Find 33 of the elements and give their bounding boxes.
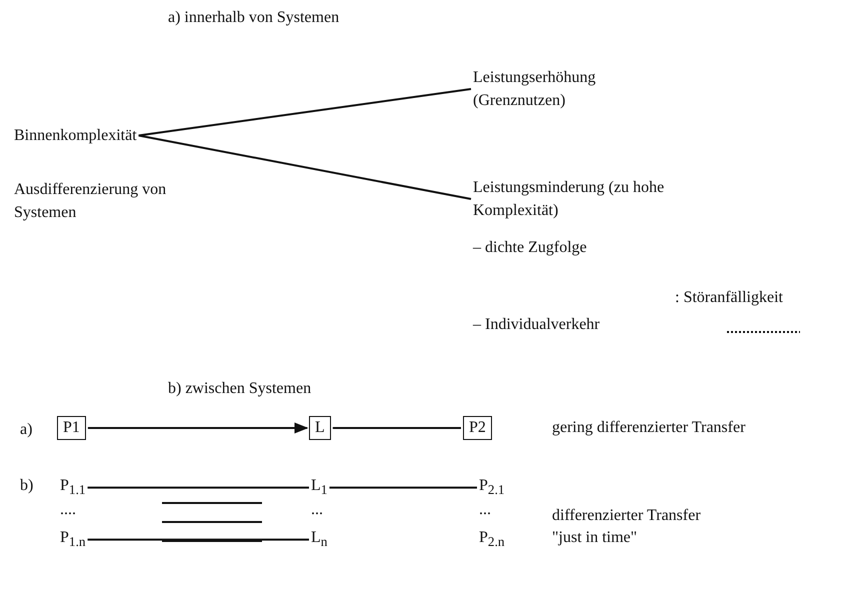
text-label: b) zwischen Systemen [168,379,312,399]
process-box: L [309,416,331,440]
connector-line [88,538,309,541]
text-label: differenzierter Transfer [552,506,701,526]
term-label: Leistungserhöhung (Grenznutzen) [473,66,673,112]
term-label: Binnenkomplexität [14,124,137,147]
arrow [88,422,308,434]
connector-line [329,486,477,489]
term-label: P$_{1.1}$ [60,474,86,502]
term-label: L$_{1}$ [311,474,328,502]
connector-line [138,88,472,136]
process-box: P2 [463,416,492,440]
connector-line [88,486,309,489]
text-label: – dichte Zugfolge [473,238,587,258]
text-label: a) [20,420,32,440]
text-label: ... [311,500,323,520]
text-label: .... [60,500,76,520]
text-label: b) [20,476,34,496]
term-label: Leistungsminderung (zu hohe Komplexität) [473,176,693,222]
text-label: gering differenzierter Transfer [552,418,746,438]
term-label: P$_{1.n}$ [60,526,86,554]
text-label: – Individualverkehr [473,315,600,335]
text-label: ... [479,500,491,520]
connector-line [332,427,461,429]
term-label: Ausdifferenzierung von Systemen [14,178,174,224]
text-label: a) innerhalb von Systemen [168,8,340,28]
process-box: P1 [57,416,86,440]
term-label: P$_{2.n}$ [479,526,505,554]
term-label: L$_{n}$ [311,526,328,554]
text-label: "just in time" [552,528,638,548]
term-label: P$_{2.1}$ [479,474,505,502]
connector-line [138,134,472,200]
text-label: : Störanfälligkeit [675,288,783,308]
